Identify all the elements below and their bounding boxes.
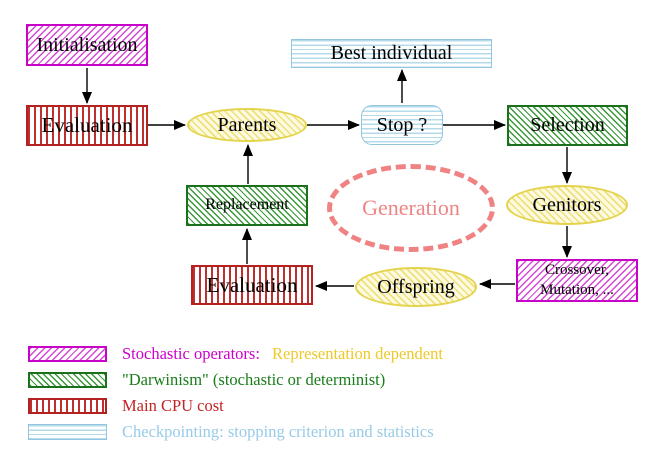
node-replacement: Replacement [186,185,308,226]
legend-swatch-magenta-hatch [28,346,107,362]
legend-row-stochastic: Stochastic operators: Representation dep… [28,344,443,363]
legend-label-representation: Representation dependent [272,344,443,363]
legend-label-checkpointing: Checkpointing: stopping criterion and st… [122,422,434,441]
node-evaluation-bottom: Evaluation [191,265,313,305]
legend-row-checkpointing: Checkpointing: stopping criterion and st… [28,422,434,441]
crossover-label-line1: Crossover, [545,262,609,278]
crossover-label-line2: Mutation, ... [540,281,614,298]
node-initialisation: Initialisation [26,24,148,66]
generation-cycle-ellipse: Generation [327,164,495,252]
node-stop: Stop ? [361,105,443,145]
legend-swatch-cyan-stripes [28,424,107,440]
node-selection: Selection [507,105,628,146]
node-parents: Parents [187,108,307,142]
legend-row-cpu-cost: Main CPU cost [28,396,224,415]
node-best-individual: Best individual [291,39,492,68]
legend-row-darwinism: "Darwinism" (stochastic or determinist) [28,370,386,389]
legend-label-stochastic: Stochastic operators: [122,344,260,363]
node-genitors: Genitors [506,185,628,225]
node-crossover-mutation: Crossover, Mutation, ... [516,259,638,302]
legend-swatch-green-hatch [28,372,107,388]
node-evaluation-top: Evaluation [26,105,148,146]
legend-label-cpu-cost: Main CPU cost [122,396,224,415]
legend-label-darwinism: "Darwinism" (stochastic or determinist) [122,370,386,389]
legend-swatch-red-stripes [28,398,107,414]
node-offspring: Offspring [355,267,477,307]
